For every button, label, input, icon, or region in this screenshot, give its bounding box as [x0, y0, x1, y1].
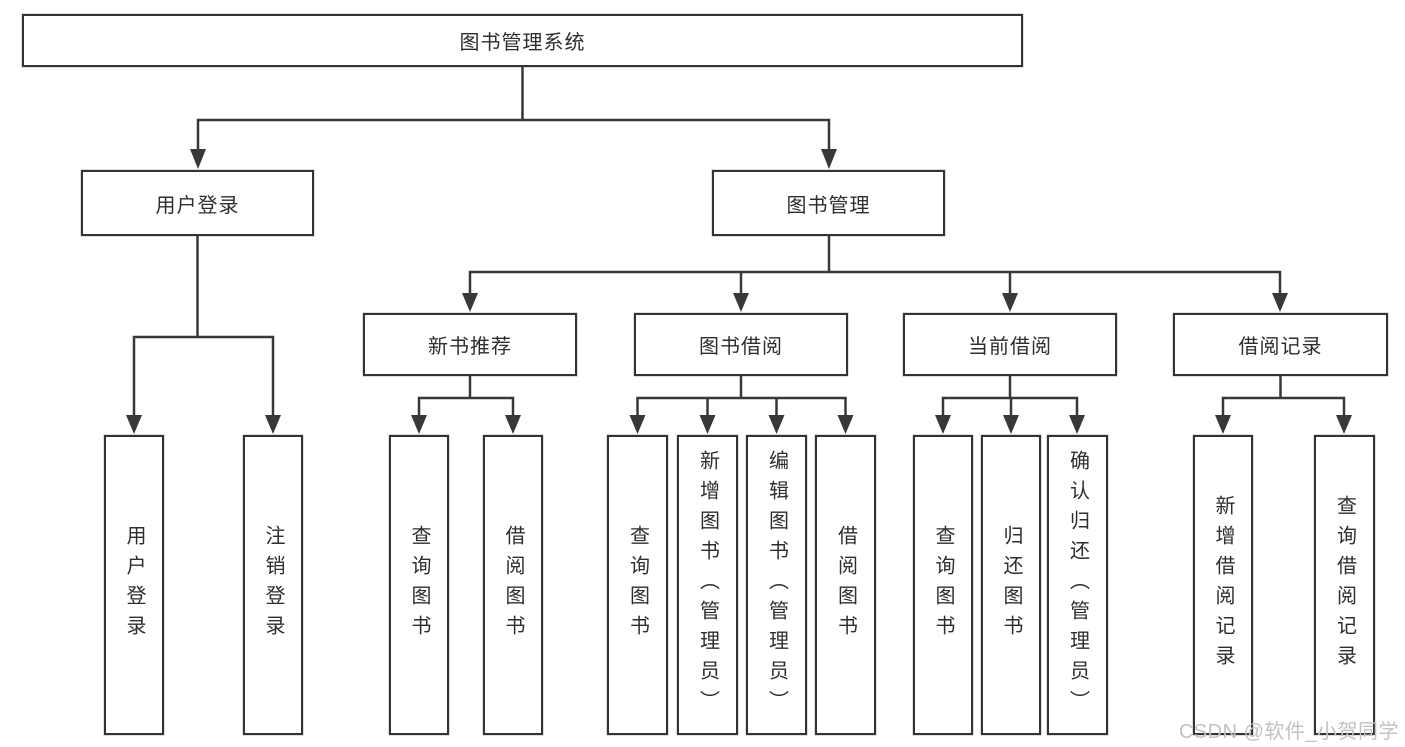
- node-user-login-label: 用户登录: [155, 194, 240, 217]
- node-book-borrowing-label: 图书借阅: [699, 336, 783, 358]
- node-borrowing-records: 借阅记录: [1173, 313, 1388, 376]
- leaf-recommend-borrow-books-label: 借阅图书: [502, 525, 524, 645]
- node-borrowing-records-label: 借阅记录: [1238, 336, 1323, 358]
- leaf-borrow-borrow-books-label: 借阅图书: [834, 525, 857, 645]
- leaf-recommend-borrow-books: 借阅图书: [483, 435, 543, 735]
- leaf-borrow-query-books-label: 查询图书: [626, 525, 649, 645]
- node-library-system: 图书管理系统: [22, 14, 1023, 67]
- leaf-borrow-add-books: 新增图书（管理员）: [677, 435, 738, 735]
- leaf-records-query-record-label: 查询借阅记录: [1333, 495, 1356, 675]
- node-book-management-label: 图书管理: [786, 194, 871, 217]
- leaf-borrow-edit-books: 编辑图书（管理员）: [746, 435, 807, 735]
- leaf-borrow-add-books-label: 新增图书（管理员）: [696, 450, 719, 720]
- leaf-recommend-query-books: 查询图书: [389, 435, 449, 735]
- leaf-borrow-borrow-books: 借阅图书: [815, 435, 876, 735]
- arrowheads: [126, 149, 1352, 434]
- node-library-system-label: 图书管理系统: [459, 32, 586, 54]
- node-new-book-recommend: 新书推荐: [363, 313, 577, 376]
- node-current-borrowing: 当前借阅: [903, 313, 1117, 376]
- leaf-recommend-query-books-label: 查询图书: [408, 525, 430, 645]
- node-user-login: 用户登录: [81, 170, 314, 236]
- node-new-book-recommend-label: 新书推荐: [428, 336, 512, 358]
- leaf-current-return-books: 归还图书: [981, 435, 1041, 735]
- leaf-current-confirm-return: 确认归还（管理员）: [1047, 435, 1108, 735]
- leaf-user-login-label: 用户登录: [123, 525, 145, 645]
- node-book-management: 图书管理: [712, 170, 945, 236]
- leaf-current-confirm-return-label: 确认归还（管理员）: [1066, 450, 1089, 720]
- leaf-logout-label: 注销登录: [262, 525, 284, 645]
- leaf-current-query-books-label: 查询图书: [932, 525, 954, 645]
- leaf-records-query-record: 查询借阅记录: [1314, 435, 1375, 735]
- leaf-user-login: 用户登录: [104, 435, 164, 735]
- leaf-current-query-books: 查询图书: [913, 435, 973, 735]
- node-current-borrowing-label: 当前借阅: [968, 336, 1052, 358]
- leaf-borrow-edit-books-label: 编辑图书（管理员）: [765, 450, 788, 720]
- leaf-borrow-query-books: 查询图书: [607, 435, 668, 735]
- node-book-borrowing: 图书借阅: [634, 313, 848, 376]
- leaf-current-return-books-label: 归还图书: [1000, 525, 1022, 645]
- leaf-logout: 注销登录: [243, 435, 303, 735]
- leaf-records-add-record-label: 新增借阅记录: [1212, 495, 1234, 675]
- leaf-records-add-record: 新增借阅记录: [1193, 435, 1253, 735]
